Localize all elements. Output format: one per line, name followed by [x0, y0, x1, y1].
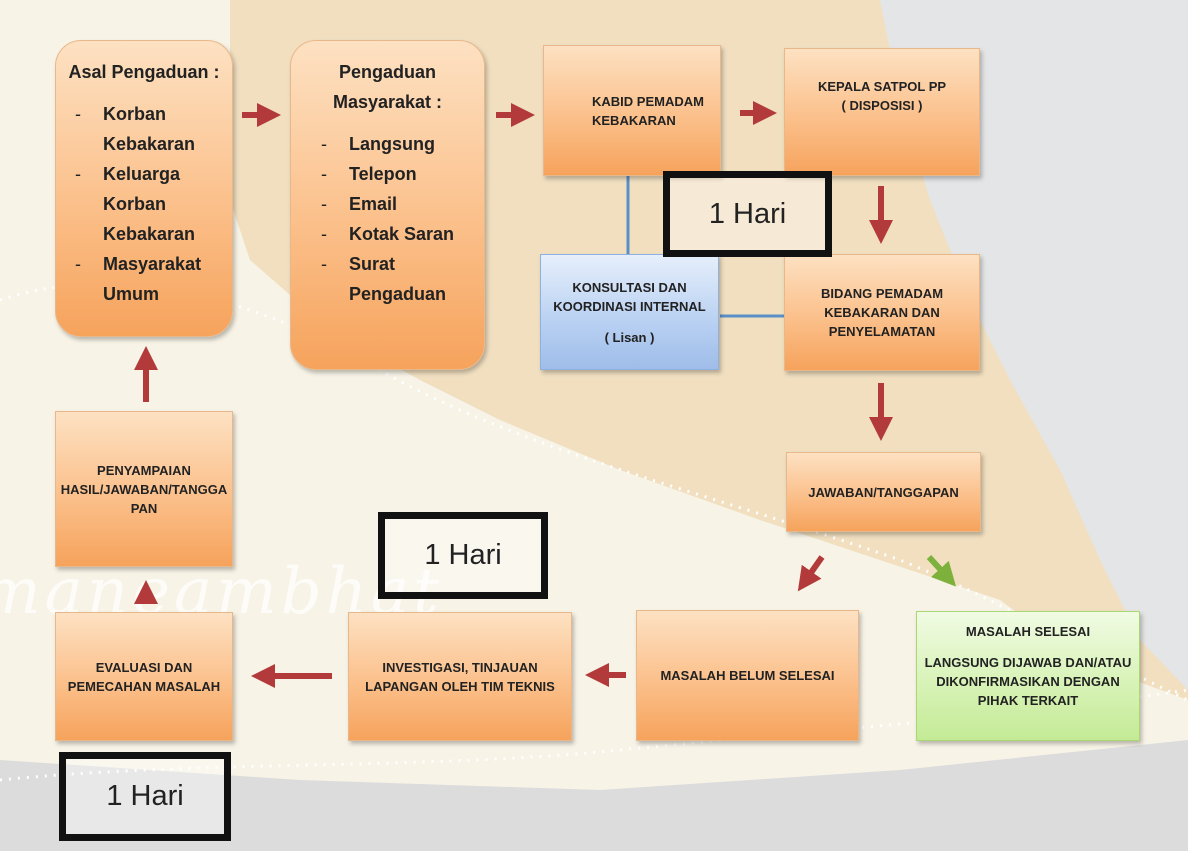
selesai-line1: MASALAH SELESAI: [965, 624, 1091, 639]
arrow-jawaban-to-selesai: [926, 554, 957, 587]
node-jawaban: JAWABAN/TANGGAPAN: [786, 452, 981, 532]
duration-box-middle: 1 Hari: [378, 512, 548, 599]
belum-line1: MASALAH BELUM SELESAI: [660, 668, 835, 683]
list-item: -Email: [320, 194, 397, 214]
asal-pengaduan-list: -Korban Kebakaran -Keluarga Korban Kebak…: [75, 99, 213, 309]
node-evaluasi: EVALUASI DAN PEMECAHAN MASALAH: [55, 612, 233, 741]
node-bidang-pemadam: BIDANG PEMADAM KEBAKARAN DAN PENYELAMATA…: [784, 254, 980, 371]
list-item: -Keluarga Korban Kebakaran: [75, 164, 196, 244]
jawaban-line1: JAWABAN/TANGGAPAN: [808, 484, 959, 500]
bidang-line2: KEBAKARAN DAN: [824, 305, 940, 320]
node-pengaduan-masyarakat: Pengaduan Masyarakat : -Langsung -Telepo…: [290, 40, 485, 370]
node-penyampaian: PENYAMPAIAN HASIL/JAWABAN/TANGGA PAN: [55, 411, 233, 567]
node-kepala-satpol: KEPALA SATPOL PP ( DISPOSISI ): [784, 48, 980, 176]
pengaduan-list: -Langsung -Telepon -Email -Kotak Saran -…: [321, 129, 454, 309]
list-item: -Masyarakat Umum: [75, 254, 202, 304]
node-investigasi: INVESTIGASI, TINJAUAN LAPANGAN OLEH TIM …: [348, 612, 572, 741]
evaluasi-line2: PEMECAHAN MASALAH: [67, 678, 221, 694]
node-konsultasi: KONSULTASI DAN KOORDINASI INTERNAL ( Lis…: [540, 254, 719, 370]
duration-label: 1 Hari: [106, 780, 184, 812]
kabid-line1: KABID PEMADAM: [592, 93, 704, 109]
bidang-line3: PENYELAMATAN: [828, 324, 936, 339]
arrow-jawaban-to-belum: [797, 555, 825, 592]
pengaduan-title-line1: Pengaduan: [338, 62, 436, 82]
konsultasi-line2: KOORDINASI INTERNAL: [553, 298, 706, 314]
penyampaian-line3: PAN: [130, 500, 158, 516]
node-asal-pengaduan: Asal Pengaduan : -Korban Kebakaran -Kelu…: [55, 40, 233, 337]
list-item: -Kotak Saran: [320, 224, 455, 244]
konsultasi-line1: KONSULTASI DAN: [572, 279, 687, 295]
evaluasi-line1: EVALUASI DAN: [95, 659, 193, 675]
list-item: -Korban Kebakaran: [75, 104, 196, 154]
node-masalah-belum-selesai: MASALAH BELUM SELESAI: [636, 610, 859, 741]
kabid-line2: KEBAKARAN: [592, 112, 676, 128]
investigasi-line2: LAPANGAN OLEH TIM TEKNIS: [365, 678, 555, 694]
penyampaian-line1: PENYAMPAIAN: [97, 462, 191, 478]
selesai-line3: DIKONFIRMASIKAN DENGAN: [936, 674, 1120, 689]
node-masalah-selesai: MASALAH SELESAI LANGSUNG DIJAWAB DAN/ATA…: [916, 611, 1140, 741]
kepala-line2: ( DISPOSISI ): [841, 98, 923, 113]
bidang-line1: BIDANG PEMADAM: [820, 286, 944, 301]
list-item: -Langsung: [320, 134, 435, 154]
node-kabid-pemadam: KABID PEMADAM KEBAKARAN: [543, 45, 721, 176]
duration-box-bottom: 1 Hari: [59, 752, 231, 841]
investigasi-line1: INVESTIGASI, TINJAUAN: [382, 659, 538, 675]
pengaduan-title-line2: Masyarakat :: [332, 92, 443, 112]
selesai-line2: LANGSUNG DIJAWAB DAN/ATAU: [924, 655, 1132, 670]
penyampaian-line2: HASIL/JAWABAN/TANGGA: [60, 481, 228, 497]
asal-pengaduan-title: Asal Pengaduan :: [68, 62, 220, 82]
list-item: -Surat Pengaduan: [320, 254, 446, 304]
duration-label: 1 Hari: [424, 539, 502, 571]
duration-box-top: 1 Hari: [663, 171, 832, 257]
list-item: -Telepon: [320, 164, 417, 184]
selesai-line4: PIHAK TERKAIT: [977, 693, 1079, 708]
konsultasi-line3: ( Lisan ): [604, 329, 655, 345]
kepala-line1: KEPALA SATPOL PP: [817, 79, 947, 94]
duration-label: 1 Hari: [708, 197, 787, 230]
